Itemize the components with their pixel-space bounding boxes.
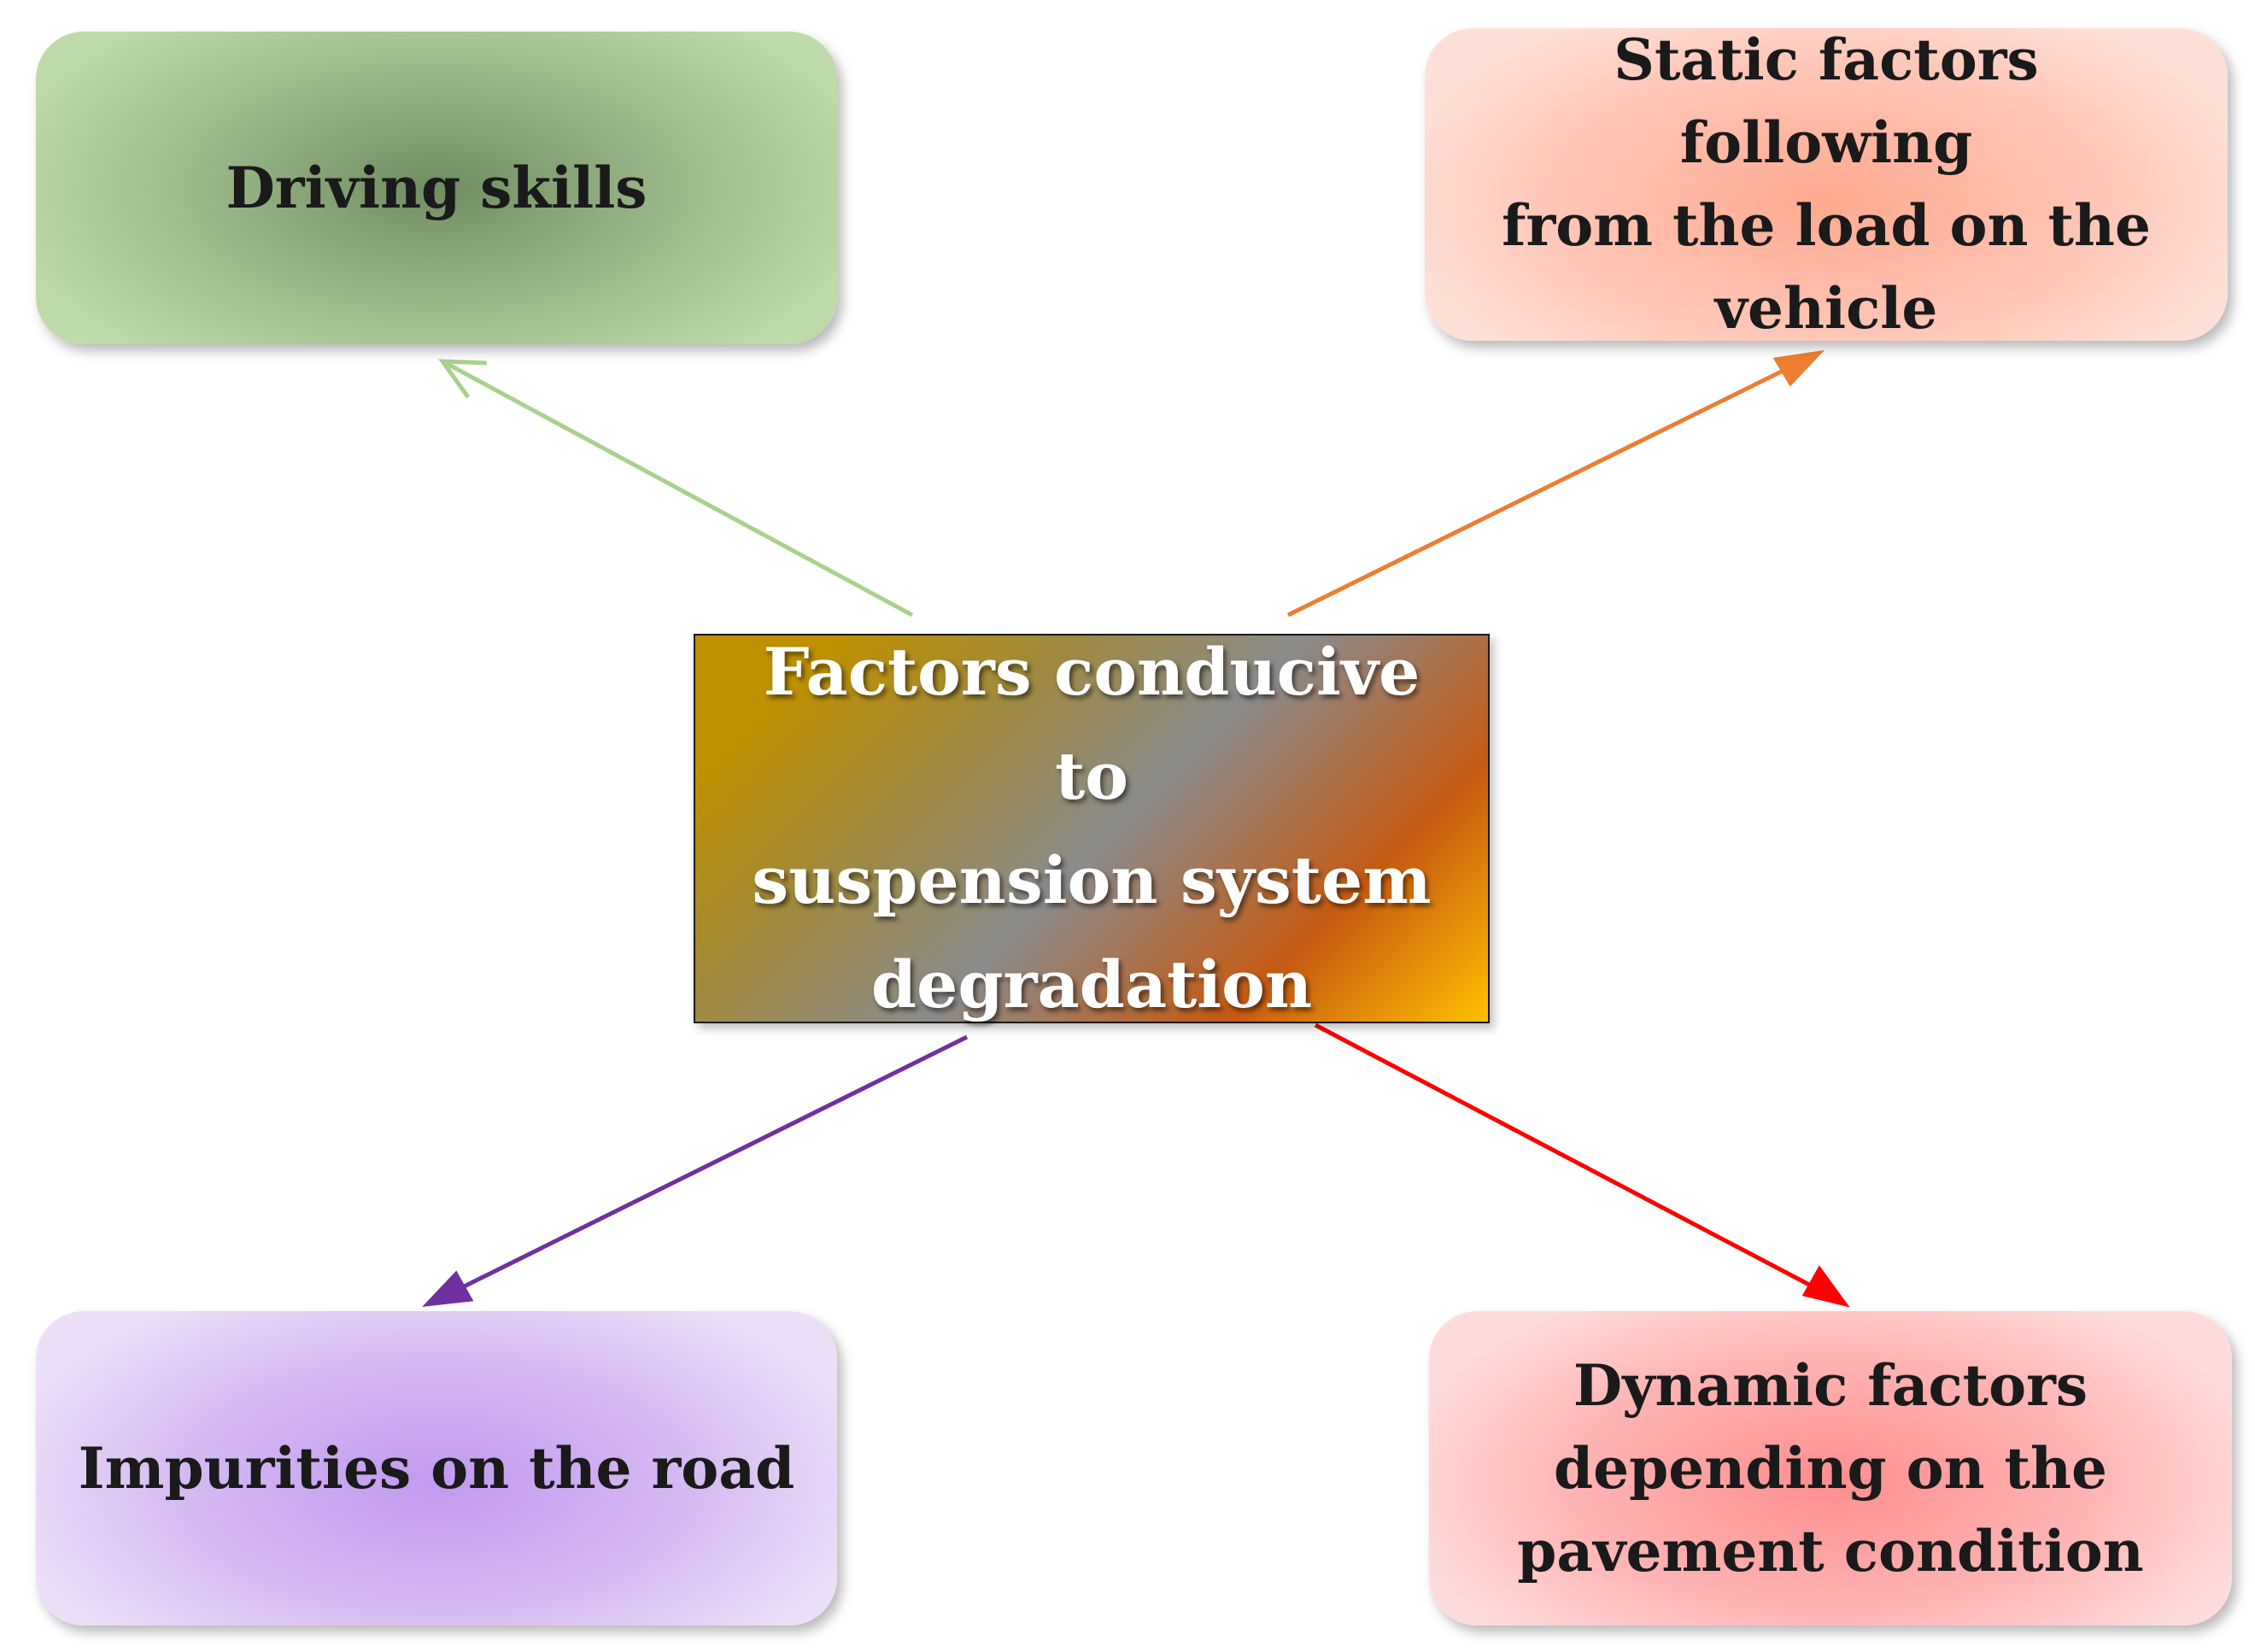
factor-text-line: pavement condition [1517,1517,2144,1585]
central-topic-text: Factors conducive to suspension system d… [729,620,1454,1037]
arrow-to-driving-skills-line [442,360,914,618]
factor-text-line: Impurities on the road [78,1434,795,1502]
factor-box-impurities-text: Impurities on the road [79,1427,795,1510]
arrow-to-static-factors-head [1772,349,1825,387]
factor-text-line: Dynamic factors [1573,1351,2088,1419]
central-text-line: degradation [870,946,1313,1022]
factor-box-driving-skills: Driving skills [36,32,837,344]
arrow-to-dynamic-factors [1314,1022,1850,1308]
factor-box-impurities: Impurities on the road [36,1311,837,1626]
arrow-to-driving-skills [438,359,914,618]
arrow-to-driving-skills-head [438,359,488,399]
arrow-to-static-factors-line [1286,351,1819,618]
factor-box-dynamic-factors-text: Dynamic factors depending on the pavemen… [1517,1344,2144,1593]
factor-text-line: Static factors following [1614,26,2039,176]
factor-text-line: vehicle [1714,275,1938,342]
factor-text-line: from the load on the [1502,192,2151,259]
arrow-to-static-factors [1286,349,1825,618]
central-text-line: suspension system [752,842,1432,918]
arrow-to-dynamic-factors-head [1801,1265,1850,1308]
arrow-to-impurities-line [430,1034,969,1305]
factor-box-static-factors: Static factors following from the load o… [1425,26,2228,342]
arrow-to-impurities [422,1034,969,1307]
factor-text-line: Driving skills [226,154,647,221]
arrow-to-dynamic-factors-line [1314,1022,1845,1305]
arrow-to-impurities-head [422,1270,474,1307]
central-topic-box: Factors conducive to suspension system d… [694,634,1490,1023]
factor-text-line: depending on the [1553,1434,2108,1502]
factor-box-dynamic-factors: Dynamic factors depending on the pavemen… [1429,1311,2232,1626]
central-text-line: Factors conducive to [763,634,1420,814]
factor-box-static-factors-text: Static factors following from the load o… [1467,19,2185,350]
factor-box-driving-skills-text: Driving skills [226,147,647,230]
